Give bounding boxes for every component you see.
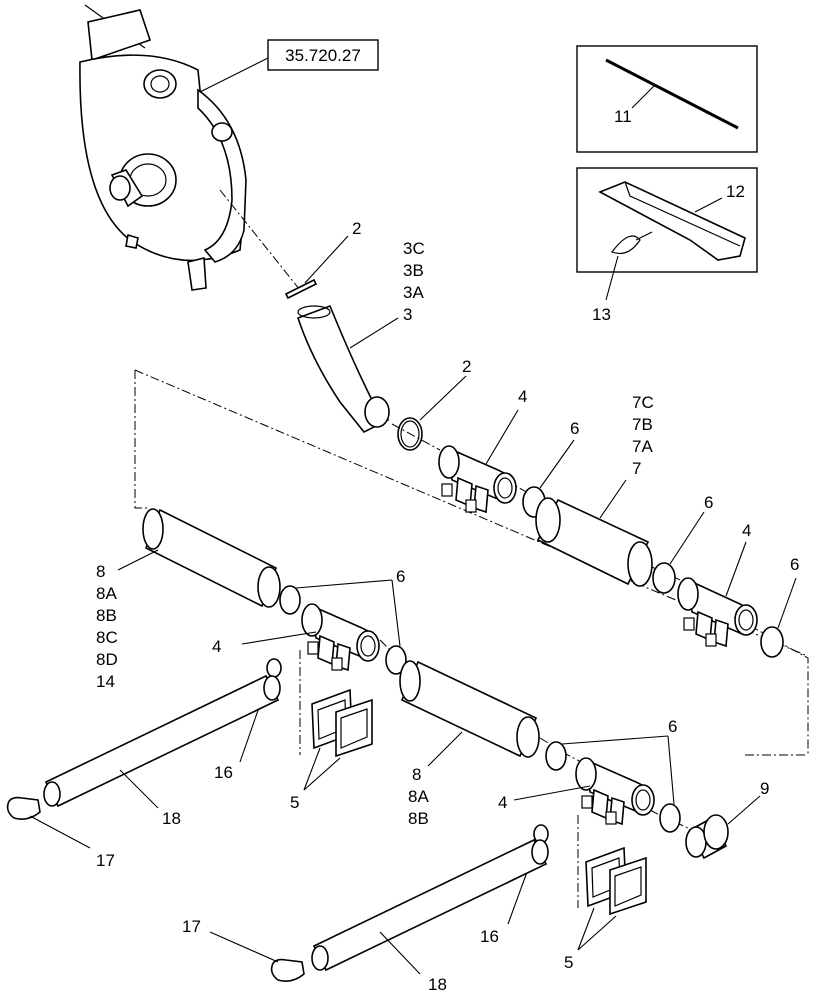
callout-8-upper: 8 [96,562,105,581]
tee-fitting-4-left [241,603,380,672]
callout-6-e: 6 [668,717,677,736]
callout-7a: 7A [632,437,653,456]
reference-number: 35.720.27 [285,46,361,65]
tube-18-right [311,838,549,975]
callout-4-upper: 4 [518,387,527,406]
tee-fitting-4-right [677,541,758,648]
callout-16-right: 16 [480,927,499,946]
callout-8b-lower: 8B [408,809,429,828]
callout-2-clamp: 2 [462,357,471,376]
callout-8b-upper: 8B [96,606,117,625]
callout-8a-lower: 8A [408,787,429,806]
callout-14: 14 [96,672,115,691]
callout-13: 13 [592,305,611,324]
o-ring-6-b [652,511,705,594]
gasket-5-left [303,688,373,791]
callout-4-left: 4 [212,637,221,656]
callout-9: 9 [760,779,769,798]
tube-8-upper [117,508,281,608]
tee-fitting-4-lower [513,757,655,826]
callout-18-left: 18 [162,809,181,828]
callout-6-d: 6 [396,567,405,586]
gasket-5-right [577,846,647,951]
callout-4-right: 4 [742,521,751,540]
callout-7c: 7C [632,393,654,412]
inset-box-12-13: 12 13 [576,167,758,324]
callout-8a-upper: 8A [96,584,117,603]
callout-7b: 7B [632,415,653,434]
tube-18-left [43,674,281,809]
o-ring-6-d [279,579,407,675]
fan-housing [79,4,301,291]
callout-8d: 8D [96,650,118,669]
callout-7: 7 [632,459,641,478]
callout-5-right: 5 [564,953,573,972]
callout-11: 11 [614,107,632,126]
callout-3b: 3B [403,261,424,280]
callout-3c: 3C [403,239,425,258]
callout-17-right: 17 [182,917,201,936]
callout-8c: 8C [96,628,118,647]
callout-6-a: 6 [570,419,579,438]
callout-4-lower: 4 [498,793,507,812]
o-ring-6-c [760,577,797,658]
tube-7 [535,479,653,587]
callout-8-lower: 8 [412,765,421,784]
end-cap-17-right [209,931,305,982]
end-cap-17-left [6,796,91,849]
reference-box: 35.720.27 [199,39,379,93]
callout-6-c: 6 [790,555,799,574]
tee-fitting-4-upper [438,409,519,514]
callout-3a: 3A [403,283,424,302]
pin-2 [284,235,349,300]
elbow-tube-3 [296,304,399,434]
inset-box-11: 11 [576,45,758,153]
callout-5-left: 5 [290,793,299,812]
o-ring-6-e [545,735,681,833]
callout-12: 12 [726,182,745,201]
callout-17-left: 17 [96,851,115,870]
clamp-2 [397,375,467,451]
callout-16-left: 16 [214,763,233,782]
tube-8-lower [399,660,540,767]
callout-18-right: 18 [428,975,447,994]
callout-6-b: 6 [704,493,713,512]
callout-3: 3 [403,305,412,324]
callout-2-top: 2 [352,219,361,238]
end-cap-9 [685,795,761,860]
